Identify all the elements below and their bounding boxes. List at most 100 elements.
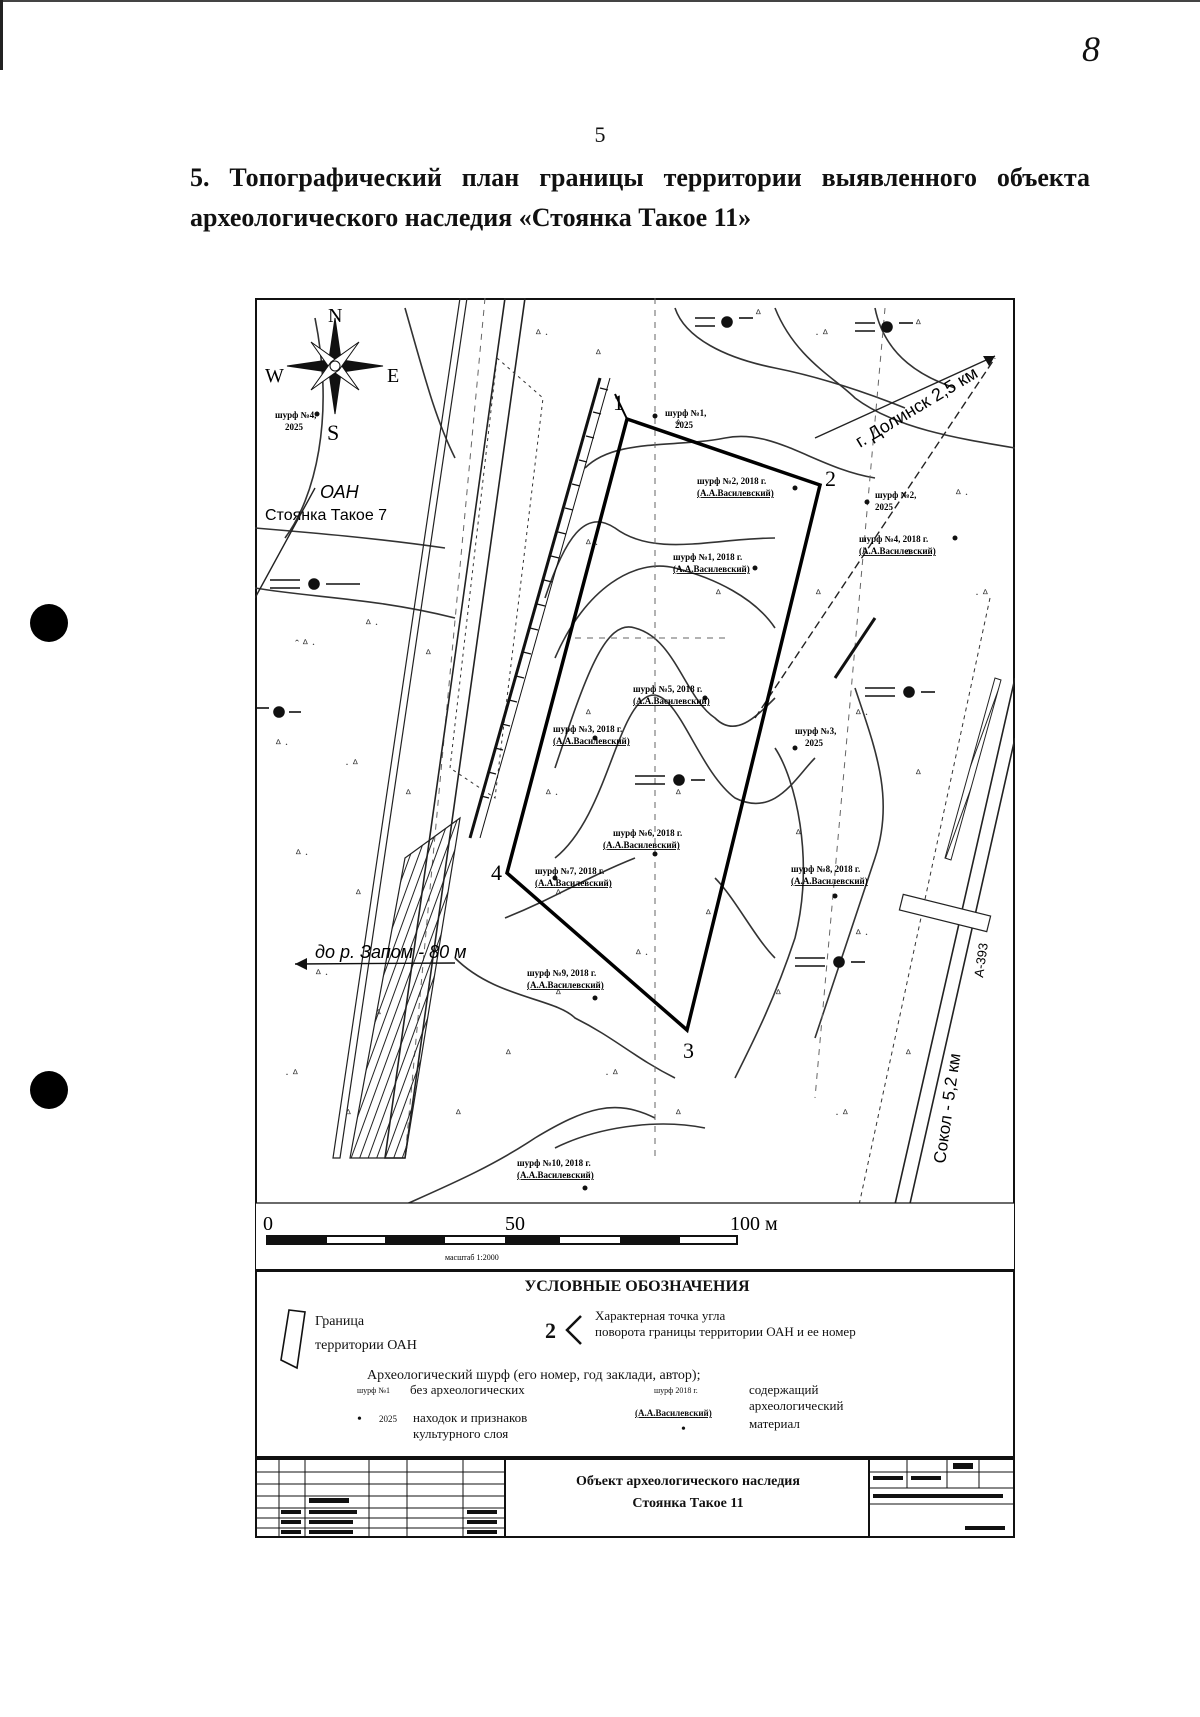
map-svg: ˆ ᐞ · ᐞ · ᐞ ᐞ · · ᐞ ᐞ ᐞ · ᐞ ᐞ · ᐞ · ᐞ ᐞ ᐞ · ᐞ ᐞ · … bbox=[255, 298, 1015, 1272]
boundary-point-4: 4 bbox=[491, 860, 502, 885]
scale-bar: 0 50 100 м масштаб 1:2000 bbox=[256, 1202, 1014, 1271]
svg-text:ᐞ: ᐞ bbox=[505, 1047, 512, 1061]
boundary-point-3: 3 bbox=[683, 1038, 694, 1063]
pit-marker: шурф №2, 2025 bbox=[864, 490, 916, 512]
pit-label: шурф №3, 2018 г. bbox=[553, 724, 622, 734]
pit-label: шурф №1, 2018 г. bbox=[673, 552, 742, 562]
svg-text:ᐞ: ᐞ bbox=[425, 647, 432, 661]
svg-text:· ᐞ: · ᐞ bbox=[815, 327, 829, 341]
marsh-symbols bbox=[255, 316, 935, 968]
scale-mid: 50 bbox=[505, 1213, 525, 1235]
binder-hole bbox=[30, 1071, 68, 1109]
pit-label: шурф №1, bbox=[665, 408, 706, 418]
pit-year: 2025 bbox=[875, 502, 894, 512]
test-pits: шурф №4, 2025 шурф №1, 2025 шурф №2, 201… bbox=[275, 408, 958, 1191]
svg-text:ᐞ ·: ᐞ · bbox=[635, 947, 649, 961]
top-edge-rule bbox=[0, 0, 1200, 2]
svg-text:ᐞ: ᐞ bbox=[715, 587, 722, 601]
svg-text:ᐞ ·: ᐞ · bbox=[295, 847, 309, 861]
survey-baseline bbox=[468, 377, 611, 839]
scale-caption: масштаб 1:2000 bbox=[445, 1253, 499, 1262]
legend-pit-find-line-1: содержащий bbox=[749, 1382, 819, 1397]
svg-text:ˆ ᐞ ·: ˆ ᐞ · bbox=[295, 637, 316, 651]
svg-text:· ᐞ: · ᐞ bbox=[975, 587, 989, 601]
page-number: 5 bbox=[594, 122, 606, 147]
pit-author: (А.А.Василевский) bbox=[791, 876, 868, 886]
pit-label: шурф №3, bbox=[795, 726, 836, 736]
pit-author: (А.А.Василевский) bbox=[517, 1170, 594, 1180]
title-block-line-2: Стоянка Такое 11 bbox=[632, 1496, 744, 1511]
pit-label: шурф №7, 2018 г. bbox=[535, 866, 604, 876]
legend-pit-empty-year: 2025 bbox=[379, 1414, 397, 1424]
neighbor-site-boundary bbox=[255, 487, 316, 599]
legend-pit-empty-line-1: без археологических bbox=[410, 1382, 525, 1397]
svg-text:ᐞ: ᐞ bbox=[675, 1107, 682, 1121]
svg-text:ᐞ ·: ᐞ · bbox=[365, 617, 379, 631]
svg-text:ᐞ: ᐞ bbox=[795, 827, 802, 841]
pit-year: 2025 bbox=[285, 422, 304, 432]
svg-text:ᐞ ·: ᐞ · bbox=[675, 417, 689, 431]
svg-text:ᐞ: ᐞ bbox=[915, 317, 922, 331]
compass-north: N bbox=[328, 305, 342, 327]
svg-text:· ᐞ: · ᐞ bbox=[835, 1107, 849, 1121]
pit-year: 2025 bbox=[805, 738, 824, 748]
svg-text:ᐞ ·: ᐞ · bbox=[855, 927, 869, 941]
scale-max: 100 м bbox=[730, 1213, 778, 1235]
heading-line-2: археологического наследия «Стоянка Такое… bbox=[190, 203, 752, 232]
pit-year: 2025 bbox=[675, 420, 694, 430]
compass-rose: N S W E bbox=[265, 305, 399, 445]
pit-label: шурф №10, 2018 г. bbox=[517, 1158, 591, 1168]
pit-author: (А.А.Василевский) bbox=[673, 564, 750, 574]
title-block-line-1: Объект археологического наследия bbox=[576, 1474, 800, 1489]
svg-text:ᐞ ·: ᐞ · bbox=[535, 327, 549, 341]
river-label: до р. Запом - 80 м bbox=[315, 942, 466, 962]
compass-west: W bbox=[265, 365, 284, 387]
pit-label: шурф №6, 2018 г. bbox=[613, 828, 682, 838]
pit-marker: шурф №6, 2018 г. (А.А.Василевский) bbox=[603, 828, 682, 857]
pit-marker: шурф №4, 2025 bbox=[275, 410, 320, 432]
pit-label: шурф №2, bbox=[875, 490, 916, 500]
pit-marker: шурф №5, 2018 г. (А.А.Василевский) bbox=[633, 684, 710, 706]
legend-point-line-2: поворота границы территории ОАН и ее ном… bbox=[595, 1324, 856, 1339]
svg-text:ᐞ: ᐞ bbox=[405, 787, 412, 801]
legend-boundary-line-2: территории ОАН bbox=[315, 1338, 417, 1353]
pit-marker: шурф №10, 2018 г. (А.А.Василевский) bbox=[517, 1158, 594, 1191]
boundary-point-2: 2 bbox=[825, 466, 836, 491]
neighbor-site-label-1: ОАН bbox=[320, 482, 360, 502]
road-a393 bbox=[844, 597, 1015, 1270]
grid-lines bbox=[404, 298, 886, 1159]
svg-text:ᐞ: ᐞ bbox=[345, 1107, 352, 1121]
svg-text:ᐞ: ᐞ bbox=[775, 987, 782, 1001]
svg-text:· ᐞ: · ᐞ bbox=[345, 757, 359, 771]
legend: УСЛОВНЫЕ ОБОЗНАЧЕНИЯ Граница территории … bbox=[255, 1272, 1015, 1458]
site-boundary-polygon bbox=[505, 416, 823, 1034]
legend-pit-header: Археологический шурф (его номер, год зак… bbox=[367, 1368, 701, 1383]
svg-text:ᐞ: ᐞ bbox=[915, 767, 922, 781]
road-dolinsk bbox=[754, 355, 996, 719]
legend-title: УСЛОВНЫЕ ОБОЗНАЧЕНИЯ bbox=[524, 1278, 750, 1295]
pit-label: шурф №4, 2018 г. bbox=[859, 534, 928, 544]
legend-point-number: 2 bbox=[545, 1318, 556, 1343]
pit-marker: шурф №1, 2018 г. (А.А.Василевский) bbox=[673, 552, 758, 574]
pit-marker: шурф №2, 2018 г. (А.А.Василевский) bbox=[697, 476, 798, 498]
title-block: Объект археологического наследия Стоянка… bbox=[255, 1458, 1015, 1538]
svg-text:ᐞ ·: ᐞ · bbox=[315, 967, 329, 981]
contour-lines bbox=[255, 307, 1015, 1229]
boundary-legend-symbol bbox=[280, 1309, 306, 1370]
point-1-leader bbox=[614, 393, 628, 420]
svg-text:ᐞ: ᐞ bbox=[355, 887, 362, 901]
pit-label: шурф №8, 2018 г. bbox=[791, 864, 860, 874]
pit-marker: шурф №1, 2025 bbox=[652, 408, 706, 430]
pit-label: шурф №9, 2018 г. bbox=[527, 968, 596, 978]
pit-author: (А.А.Василевский) bbox=[553, 736, 630, 746]
legend-pit-find-line-3: материал bbox=[749, 1416, 800, 1431]
road-code-label: А-393 bbox=[971, 942, 991, 978]
compass-east: E bbox=[387, 365, 399, 387]
pit-label: шурф №5, 2018 г. bbox=[633, 684, 702, 694]
svg-text:ᐞ: ᐞ bbox=[375, 1007, 382, 1021]
pit-marker: шурф №4, 2018 г. (А.А.Василевский) bbox=[859, 534, 958, 556]
svg-text:· ᐞ: · ᐞ bbox=[605, 1067, 619, 1081]
legend-pit-find-author: (А.А.Василевский) bbox=[635, 1408, 712, 1418]
svg-text:ᐞ ·: ᐞ · bbox=[275, 737, 289, 751]
boundary-point-1: 1 bbox=[613, 390, 624, 415]
